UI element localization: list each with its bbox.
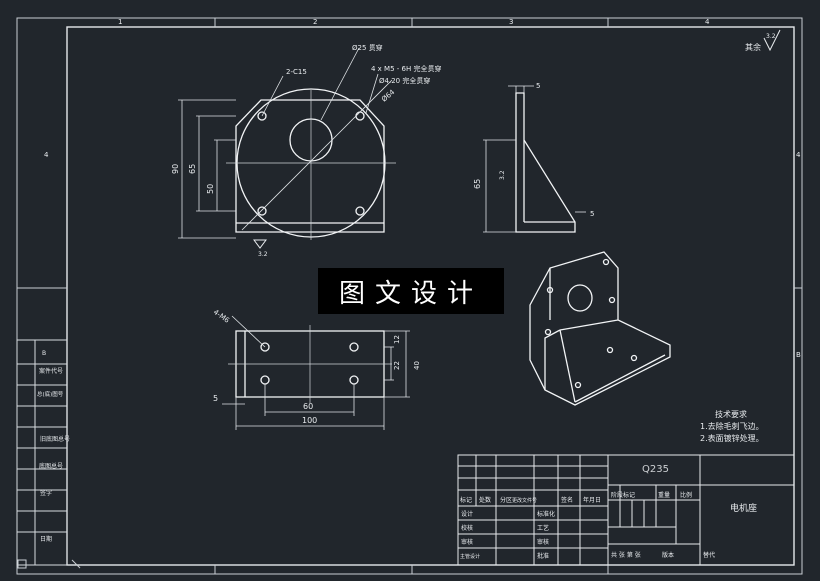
- strip-label-2: 总(底)图号: [37, 390, 64, 398]
- left-strip: [16, 339, 68, 566]
- strip-label-3: 旧底图总号: [40, 435, 70, 443]
- tb-stage: 阶段标记: [611, 491, 635, 499]
- front-rough: 3.2: [258, 251, 268, 258]
- strip-label-4: 底图总号: [39, 462, 63, 470]
- tb-part-name: 电机座: [730, 502, 757, 514]
- tb-h-count: 处数: [479, 496, 491, 504]
- tech-req-1: 1.去除毛刺飞边。: [700, 421, 764, 431]
- side-dim-65: 65: [473, 179, 482, 189]
- front-roughness-symbol: [253, 239, 267, 249]
- tb-row-review: 审核: [461, 538, 473, 546]
- front-holes-2: Ø4.20 完全贯穿: [379, 76, 430, 85]
- zone-label-left: 4: [44, 151, 49, 159]
- tb-weight: 重量: [658, 491, 670, 499]
- inner-frame: [66, 26, 795, 566]
- front-centerlines: [226, 90, 396, 240]
- front-dimensions: [178, 47, 393, 239]
- isometric-view: [529, 251, 671, 406]
- tech-req-title: 技术要求: [715, 409, 747, 419]
- zone-label-3: 3: [509, 18, 513, 26]
- tech-req-2: 2.表面镀锌处理。: [700, 433, 764, 443]
- tb-material: Q235: [642, 464, 669, 475]
- tb-row-design: 设计: [461, 510, 473, 518]
- zone-label-1: 1: [118, 18, 122, 26]
- front-dim-65: 65: [188, 164, 197, 174]
- strip-label-6: 日期: [40, 535, 52, 543]
- corner-marker: [17, 559, 27, 569]
- tb-row-std: 标准化: [537, 510, 555, 518]
- top-centerlines: [228, 325, 392, 403]
- tb-row-process: 工艺: [537, 524, 549, 532]
- front-dim-90: 90: [171, 164, 180, 174]
- top-dim-22: 22: [393, 361, 401, 370]
- tb-version: 版本: [662, 551, 674, 559]
- top-dim-60: 60: [303, 402, 313, 411]
- tb-row-audit: 审核: [537, 538, 549, 546]
- zone-label-4: 4: [705, 18, 710, 26]
- zone-ticks: [17, 18, 802, 574]
- corner-x: [71, 559, 81, 569]
- watermark-banner: 图文设计: [318, 268, 504, 314]
- tb-row-approve: 批准: [537, 552, 549, 560]
- top-dim-5: 5: [213, 394, 218, 403]
- side-view: [515, 92, 576, 233]
- tb-h-date: 年月日: [583, 496, 601, 504]
- tb-h-zone: 分区: [500, 496, 512, 504]
- strip-zone-b: B: [42, 350, 46, 357]
- side-rough: 3.2: [499, 170, 506, 180]
- front-holes-1: 4 x M5 - 6H 完全贯穿: [371, 64, 441, 73]
- top-holes: 4-M6: [212, 308, 231, 325]
- roughness-symbol: [763, 29, 781, 52]
- outer-frame: [16, 17, 803, 575]
- tb-scale: 比例: [680, 491, 692, 499]
- tb-row-lead: 主管设计: [460, 553, 480, 560]
- top-dim-12: 12: [393, 335, 401, 344]
- side-dim-5-bottom: 5: [590, 210, 594, 218]
- tb-replace: 替代: [703, 551, 715, 559]
- front-bore: Ø25 贯穿: [352, 43, 383, 52]
- tb-row-check: 校核: [461, 524, 473, 532]
- front-dim-50: 50: [206, 184, 215, 194]
- tb-h-docno: 更改文件号: [512, 497, 537, 504]
- strip-label-1: 案件代号: [39, 367, 63, 375]
- tb-h-sign: 签名: [561, 496, 573, 504]
- title-block: [457, 454, 795, 566]
- roughness-value: 3.2: [766, 33, 776, 40]
- side-dim-5-top: 5: [536, 82, 540, 90]
- top-dim-40: 40: [413, 361, 421, 370]
- top-dimensions: [222, 315, 410, 430]
- zone-label-right-b: B: [796, 351, 801, 359]
- top-dim-100: 100: [302, 416, 317, 425]
- roughness-label: 其余: [745, 42, 761, 52]
- tb-sheets: 共 张 第 张: [611, 551, 641, 559]
- front-chamfer: 2-C15: [286, 68, 307, 76]
- side-dimensions: [483, 85, 586, 233]
- tb-h-mark: 标记: [460, 496, 472, 504]
- front-pcd: Ø64: [380, 88, 397, 104]
- zone-label-right: 4: [796, 151, 801, 159]
- strip-label-5: 签字: [40, 489, 52, 497]
- zone-label-2: 2: [313, 18, 317, 26]
